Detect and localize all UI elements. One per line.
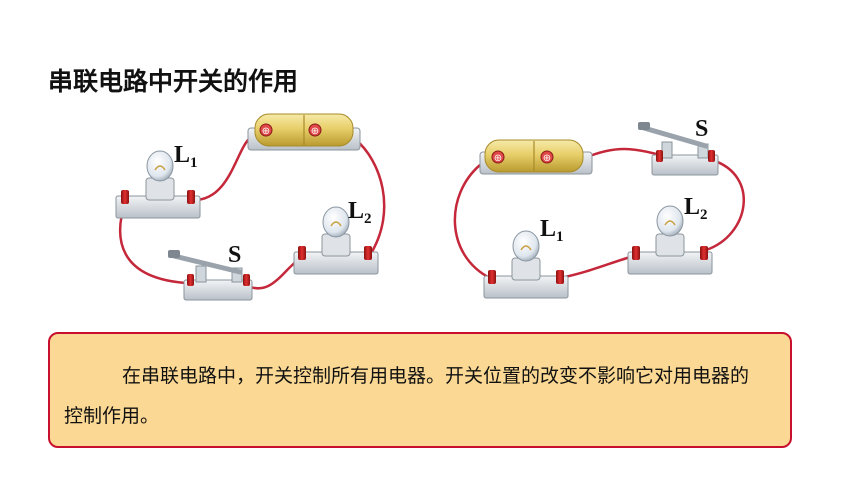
- battery: ⊕ ⊕: [479, 139, 593, 175]
- plus-sign-icon: ⊕: [494, 153, 502, 164]
- wire: [193, 137, 251, 202]
- plus-sign-icon: ⊕: [262, 126, 270, 137]
- label-l1: L1: [174, 142, 198, 171]
- wire: [559, 254, 635, 280]
- wire: [244, 255, 303, 290]
- wire: [705, 158, 746, 252]
- slide-title: 串联电路中开关的作用: [48, 67, 299, 96]
- conclusion-box: 在串联电路中，开关控制所有用电器。开关位置的改变不影响它对用电器的控制作用。: [48, 332, 792, 448]
- bulb-l1: [115, 150, 201, 219]
- label-l1: L1: [540, 216, 564, 245]
- switch-s: [168, 250, 253, 301]
- wire: [453, 164, 491, 280]
- bulb-l1: [483, 230, 569, 299]
- wire: [584, 147, 661, 160]
- right-circuit: ⊕ ⊕ S L1: [453, 116, 746, 299]
- battery: ⊕ ⊕: [247, 113, 361, 151]
- bulb-l2: [627, 205, 713, 275]
- plus-sign-icon: ⊕: [311, 126, 319, 137]
- bulb-l2: [293, 206, 379, 275]
- label-l2: L2: [348, 198, 372, 227]
- plus-sign-icon: ⊕: [543, 153, 551, 164]
- left-circuit: ⊕ ⊕ L1 L2: [115, 113, 386, 301]
- circuit-diagrams: ⊕ ⊕ L1 L2: [115, 113, 746, 301]
- switch-s: [638, 122, 719, 176]
- label-l2: L2: [684, 194, 708, 223]
- label-s: S: [228, 242, 241, 268]
- label-s: S: [695, 116, 708, 142]
- wire: [355, 139, 386, 256]
- conclusion-text: 在串联电路中，开关控制所有用电器。开关位置的改变不影响它对用电器的控制作用。: [64, 365, 750, 427]
